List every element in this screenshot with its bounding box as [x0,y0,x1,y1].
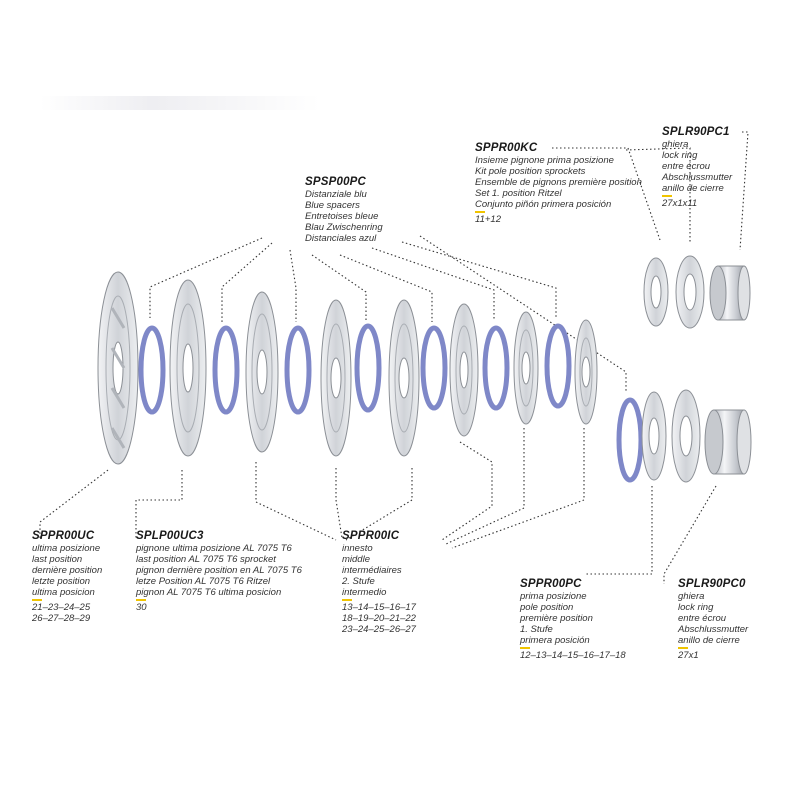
lock-ring-upper [709,265,751,321]
blue-spacers [138,323,644,483]
lock-ring-lower [704,409,752,475]
label-sppr00ic: SPPR00IC innesto middle intermédiaires 2… [342,530,416,635]
leader-lines [39,131,749,584]
spacer-8 [616,397,644,483]
sprocket-27 [245,291,279,453]
spacer-5 [420,325,448,411]
sprocket-30 [97,271,139,465]
spacer-2 [212,325,240,415]
accent-bar [32,599,42,601]
label-sppr00kc: SPPR00KC Insieme pignone prima posizione… [475,142,642,225]
accent-bar [520,647,530,649]
accent-bar [342,599,352,601]
spacer-1 [138,325,166,415]
accent-bar [662,195,672,197]
label-sppr00pc: SPPR00PC prima posizione pole position p… [520,578,626,661]
label-splr90pc1: SPLR90PC1 ghiera lock ring entre écrou A… [662,126,733,209]
sprocket-24 [320,299,352,457]
accent-bar [678,647,688,649]
sprocket-18 [449,303,479,437]
accent-bar [475,211,485,213]
spacer-4 [354,323,382,413]
accent-bar [136,599,146,601]
spacer-3 [284,325,312,415]
label-spsp00pc: SPSP00PC Distanziale blu Blue spacers En… [305,176,383,244]
label-splp00uc3: SPLP00UC3 pignone ultima posizione AL 70… [136,530,302,613]
sprocket-29 [169,279,207,457]
spacer-7 [544,323,572,409]
label-splr90pc0: SPLR90PC0 ghiera lock ring entre écrou A… [678,578,749,661]
header-fade-band [40,96,320,110]
label-sppr00uc: SPPR00UC ultima posizione last position … [32,530,103,624]
part-code: SPSP00PC [305,176,367,188]
pole-position-kit-lower [641,389,752,483]
sprocket-13 [574,319,598,425]
pole-position-kit-upper [643,255,751,329]
sprocket-21 [388,299,420,457]
sprocket-15 [513,311,539,425]
spacer-6 [482,325,510,411]
sprocket-stack [97,271,598,465]
